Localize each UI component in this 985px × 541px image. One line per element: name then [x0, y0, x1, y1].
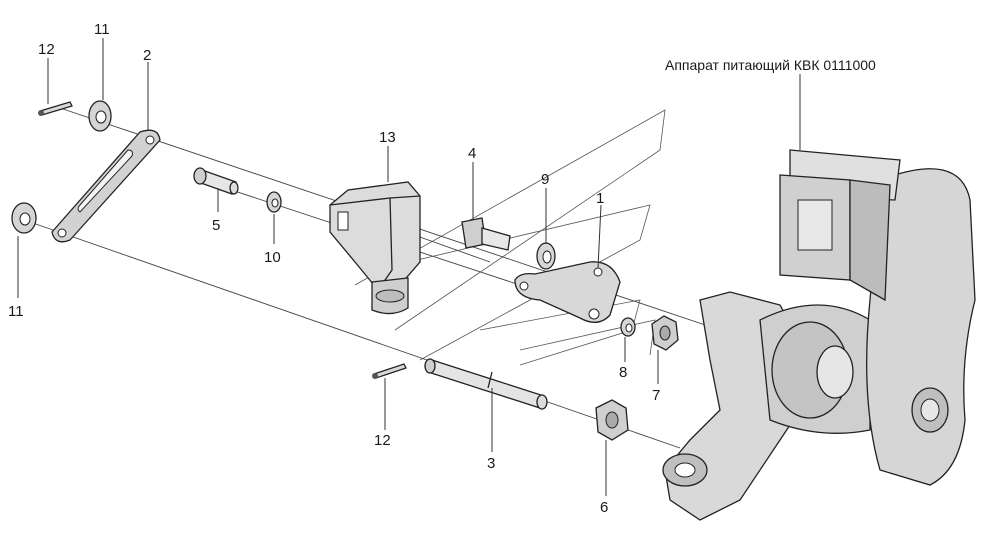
callout-4: 4 [468, 145, 476, 162]
callout-labels: 12 11 2 11 5 10 13 4 9 1 8 7 12 3 6 [8, 21, 660, 516]
callout-2: 2 [143, 47, 151, 64]
link-plate [51, 129, 161, 243]
washer-10 [266, 191, 282, 213]
leader-lines [17, 38, 801, 496]
lever-1 [514, 261, 621, 323]
callout-12-bottom: 12 [374, 432, 391, 449]
pin-5 [193, 167, 239, 195]
washer-left [11, 202, 37, 234]
nut-7 [651, 315, 679, 351]
washer-8 [620, 317, 636, 337]
axle-3 [424, 358, 548, 410]
cotter-pin-bottom [372, 363, 407, 379]
callout-13: 13 [379, 129, 396, 146]
callout-3: 3 [487, 455, 495, 472]
callout-11-top: 11 [94, 21, 110, 38]
callout-6: 6 [600, 499, 608, 516]
projection-lines [354, 109, 666, 366]
callout-7: 7 [652, 387, 660, 404]
callout-9: 9 [541, 171, 549, 188]
callout-11-left: 11 [8, 303, 24, 320]
callout-12-top: 12 [38, 41, 55, 58]
bracket-13 [329, 181, 421, 315]
cotter-pin-top [38, 101, 73, 116]
washer-top [88, 100, 112, 132]
washer-9 [536, 242, 556, 270]
callout-8: 8 [619, 364, 627, 381]
bolt-4 [461, 217, 511, 251]
assembly-title: Аппарат питающий КВК 0111000 [665, 57, 876, 73]
callout-10: 10 [264, 249, 281, 266]
callout-1: 1 [596, 190, 604, 207]
callout-5: 5 [212, 217, 220, 234]
nut-6 [595, 399, 629, 441]
feed-apparatus [662, 149, 976, 521]
